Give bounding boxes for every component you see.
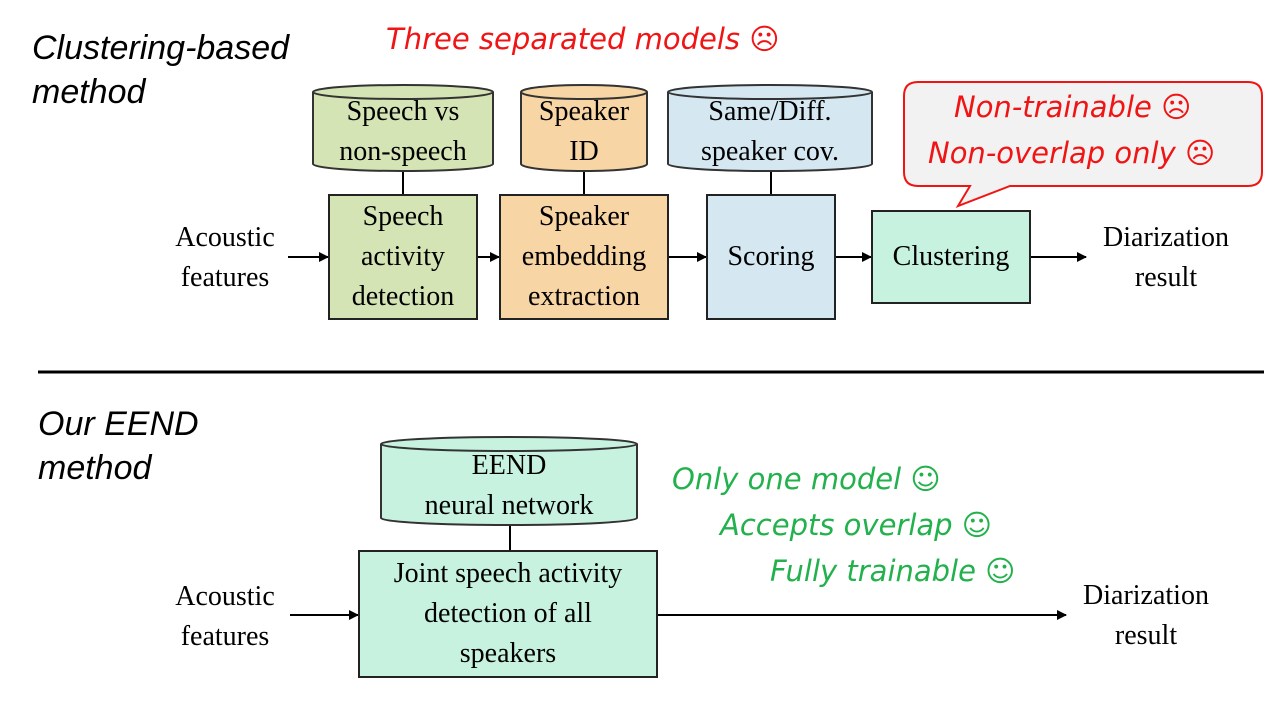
joint-speech-activity-box: Joint speech activity detection of all s… [358, 550, 658, 678]
three-models-warning: Three separated models ☹ [386, 22, 780, 56]
benefit-fully-trainable: Fully trainable ☺ [770, 554, 1016, 588]
benefit-accepts-overlap: Accepts overlap ☺ [720, 508, 993, 542]
clustering-box: Clustering [871, 210, 1031, 304]
eend-model-cylinder: EEND neural network [380, 436, 638, 526]
speech-model-label: Speech vs non-speech [339, 96, 467, 167]
speech-activity-detection-box: Speech activity detection [328, 194, 478, 320]
speaker-cov-model-cylinder: Same/Diff. speaker cov. [667, 84, 873, 172]
speech-model-cylinder: Speech vs non-speech [312, 84, 494, 172]
speaker-embedding-box: Speaker embedding extraction [499, 194, 669, 320]
bottom-input-label: Acoustic features [175, 581, 275, 652]
clustering-method-title: Clustering-based method [32, 29, 290, 111]
bottom-output-label: Diarization result [1083, 580, 1209, 651]
scoring-box: Scoring [706, 194, 836, 320]
top-output-label: Diarization result [1103, 222, 1229, 293]
callout-bubble [903, 81, 1263, 208]
non-overlap-note: Non-overlap only ☹ [928, 136, 1216, 170]
non-trainable-note: Non-trainable ☹ [954, 90, 1192, 124]
speaker-id-model-label: Speaker ID [538, 96, 630, 167]
eend-method-title: Our EEND method [38, 405, 199, 487]
top-input-label: Acoustic features [175, 222, 275, 293]
benefit-one-model: Only one model ☺ [672, 462, 941, 496]
speaker-cov-model-label: Same/Diff. speaker cov. [700, 96, 840, 167]
speaker-id-model-cylinder: Speaker ID [520, 84, 648, 172]
eend-model-label: EEND neural network [424, 450, 594, 521]
